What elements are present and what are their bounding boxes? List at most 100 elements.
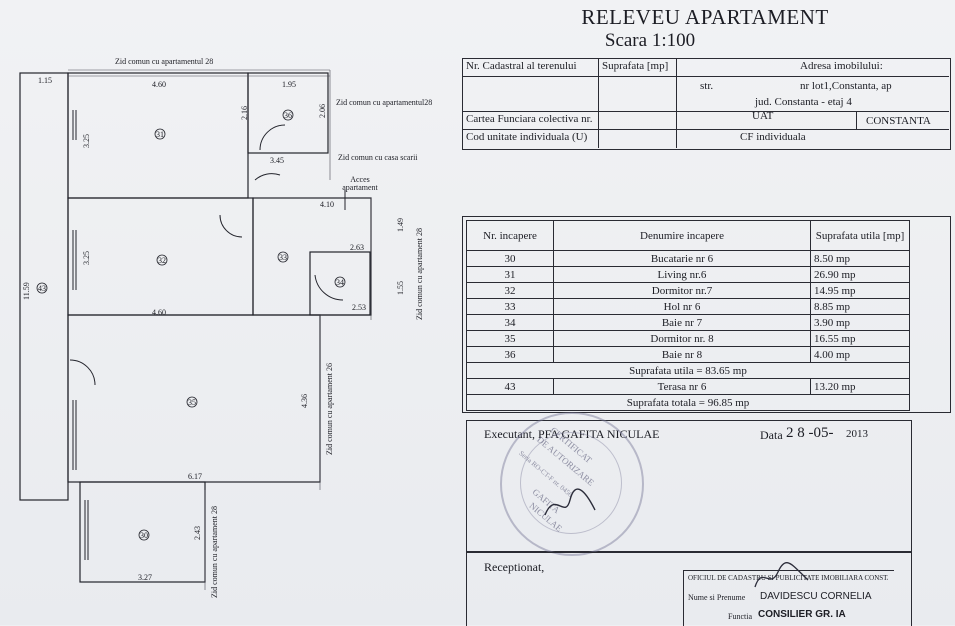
room-marker [282, 109, 294, 121]
room-marker [156, 254, 168, 266]
str-label: str. [700, 80, 714, 92]
floor-plan [19, 69, 372, 590]
room-name: Baie nr 8 [553, 346, 811, 363]
receptionat-signature [754, 562, 809, 588]
divider [462, 129, 949, 130]
name-label: Nume si Prenume [688, 593, 746, 602]
room-name: Hol nr 6 [553, 298, 811, 315]
room-num: 43 [38, 284, 46, 293]
room-marker [277, 251, 289, 263]
dim: 1.55 [396, 281, 405, 295]
ocpi-stamp-box [683, 570, 894, 626]
info-table-frame [462, 58, 951, 150]
dim: 4.60 [152, 308, 166, 317]
wall-label-right1: Zid comun cu apartamentul28 [336, 98, 433, 107]
nr-cadastral-label: Nr. Cadastral al terenului [466, 60, 577, 72]
wall-label-v1: Zid comun cu apartament 28 [415, 228, 424, 320]
dim: 4.36 [300, 394, 309, 408]
room-marker [334, 276, 346, 288]
wall-label-right2: Zid comun cu casa scarii [338, 153, 418, 162]
terasa-nr: 43 [466, 378, 554, 395]
room-nr: 30 [466, 250, 554, 267]
date-year: 2013 [846, 428, 868, 440]
room-area: 4.00 mp [810, 346, 910, 363]
suprafata-totala: Suprafata totala = 96.85 mp [466, 394, 910, 411]
dim: 3.27 [138, 573, 152, 582]
dim: 1.95 [282, 80, 296, 89]
col-header-area: Suprafata utila [mp] [810, 220, 910, 251]
room-marker [36, 282, 48, 294]
dim: 4.10 [320, 200, 334, 209]
executant-signature [544, 488, 596, 516]
terasa-area: 13.20 mp [810, 378, 910, 395]
nr-text: nr lot1,Constanta, ap [800, 80, 892, 92]
divider [462, 111, 949, 112]
terasa-name: Terasa nr 6 [553, 378, 811, 395]
room-num: 30 [140, 531, 148, 540]
dim: 2.16 [240, 106, 249, 120]
cartea-label: Cartea Funciara colectiva nr. [466, 113, 593, 125]
uat-label: UAT [752, 110, 774, 122]
acces-label: Acces apartament [342, 175, 378, 192]
uat-value: CONSTANTA [866, 115, 931, 127]
room-name: Dormitor nr. 8 [553, 330, 811, 347]
rooms-outer-frame [462, 216, 951, 413]
function-value: CONSILIER GR. IA [758, 609, 846, 620]
dim: 3.25 [82, 251, 91, 265]
function-label: Functia [728, 612, 752, 621]
name-value: DAVIDESCU CORNELIA [760, 591, 872, 602]
dim: 2.43 [193, 526, 202, 540]
room-nr: 36 [466, 346, 554, 363]
room-36-wall [247, 72, 329, 154]
room-num: 33 [279, 253, 287, 262]
room-area: 8.85 mp [810, 298, 910, 315]
room-nr: 32 [466, 282, 554, 299]
scale-label: Scara 1:100 [604, 30, 696, 51]
col-header-name: Denumire incapere [553, 220, 811, 251]
divider [598, 58, 599, 148]
room-nr: 34 [466, 314, 554, 331]
room-num: 31 [156, 130, 164, 139]
wall-label-top: Zid comun cu apartamentul 28 [115, 57, 214, 66]
room-34-wall [309, 251, 371, 316]
suprafata-utila: Suprafata utila = 83.65 mp [466, 362, 910, 379]
date-value: 2 8 -05- [786, 425, 834, 441]
room-area: 16.55 mp [810, 330, 910, 347]
suprafata-label: Suprafata [mp] [602, 60, 669, 72]
dim: 3.25 [82, 134, 91, 148]
divider [856, 111, 857, 129]
page-title: RELEVEU APARTAMENT [581, 5, 829, 29]
room-num: 32 [158, 256, 166, 265]
room-33-wall [252, 197, 372, 316]
ocpi-office: OFICIUL DE CADASTRU SI PUBLICITATE IMOBI… [688, 574, 888, 582]
dim: 6.17 [188, 472, 202, 481]
rooms-table: Nr. incapere Denumire incapere Suprafata… [466, 220, 910, 411]
room-area: 3.90 mp [810, 314, 910, 331]
room-name: Living nr.6 [553, 266, 811, 283]
dim: 2.53 [352, 303, 366, 312]
wall-label-v2: Zid comun cu apartament 26 [325, 363, 334, 455]
room-marker [138, 529, 150, 541]
room-num: 36 [284, 111, 292, 120]
dim: 2.06 [318, 104, 327, 118]
room-area: 14.95 mp [810, 282, 910, 299]
cf-label: CF individuala [740, 131, 806, 143]
room-area: 26.90 mp [810, 266, 910, 283]
dim: 2.63 [350, 243, 364, 252]
room-marker [154, 128, 166, 140]
room-num: 35 [188, 398, 196, 407]
room-num: 34 [336, 278, 344, 287]
room-name: Baie nr 7 [553, 314, 811, 331]
cod-label: Cod unitate individuala (U) [466, 131, 588, 143]
dim: 1.49 [396, 218, 405, 232]
wall-label-v3: Zid comun cu apartament 28 [210, 506, 219, 598]
divider [462, 76, 949, 77]
dim: 3.45 [270, 156, 284, 165]
